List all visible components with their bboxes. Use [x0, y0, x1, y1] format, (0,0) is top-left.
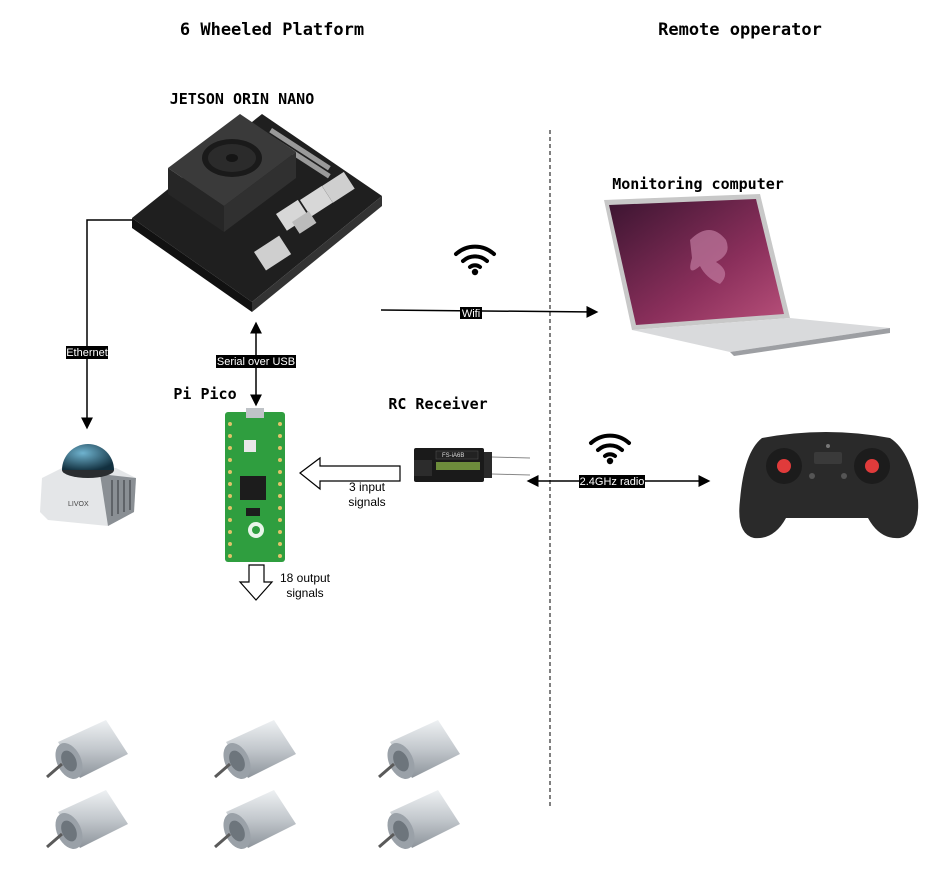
lidar-brand-text: LIVOX: [68, 501, 89, 508]
monitoring-computer-label: Monitoring computer: [612, 175, 784, 193]
laptop: [604, 194, 890, 356]
ethernet-label-bg: [66, 346, 108, 359]
radio-label-bg: [579, 475, 645, 488]
output-signals-line1: 18 output: [280, 571, 331, 585]
input-signals-arrow: [299, 456, 401, 491]
gamepad-controller: [739, 432, 919, 539]
dc-motor: [214, 790, 296, 849]
dc-motor: [46, 790, 128, 849]
dc-motor: [378, 720, 460, 779]
serial-label: Serial over USB: [217, 356, 295, 368]
output-signals-line2: signals: [286, 586, 323, 600]
serial-label-bg: [216, 355, 296, 368]
nvidia-jetson-board: [132, 114, 382, 312]
dc-motor: [214, 720, 296, 779]
input-signals-line2: signals: [348, 495, 385, 509]
left-section-title: 6 Wheeled Platform: [180, 20, 364, 40]
wifi-link: [380, 305, 599, 318]
dc-motor: [46, 720, 128, 779]
pi-pico-label: Pi Pico: [173, 385, 236, 403]
ethernet-link: [81, 219, 132, 430]
lidar-sensor: LIVOX: [40, 444, 136, 526]
dc-motor: [378, 790, 460, 849]
wifi-label-bg: [460, 307, 482, 319]
ethernet-label: Ethernet: [66, 347, 108, 359]
motors-group: [46, 720, 460, 849]
right-section-title: Remote opperator: [658, 20, 822, 40]
radio-label: 2.4GHz radio: [580, 476, 645, 488]
wifi-label: Wifi: [462, 308, 480, 320]
output-signals-arrow: [238, 564, 274, 601]
wifi-icon: [454, 244, 496, 276]
raspberry-pi-pico: [225, 408, 285, 562]
rc-receiver: FS-iA6B: [414, 448, 531, 482]
input-signals-line1: 3 input: [349, 480, 386, 494]
rc-receiver-label: RC Receiver: [388, 395, 487, 413]
jetson-label: JETSON ORIN NANO: [170, 90, 315, 108]
receiver-model-text: FS-iA6B: [442, 453, 464, 459]
wifi-icon: [589, 433, 631, 465]
